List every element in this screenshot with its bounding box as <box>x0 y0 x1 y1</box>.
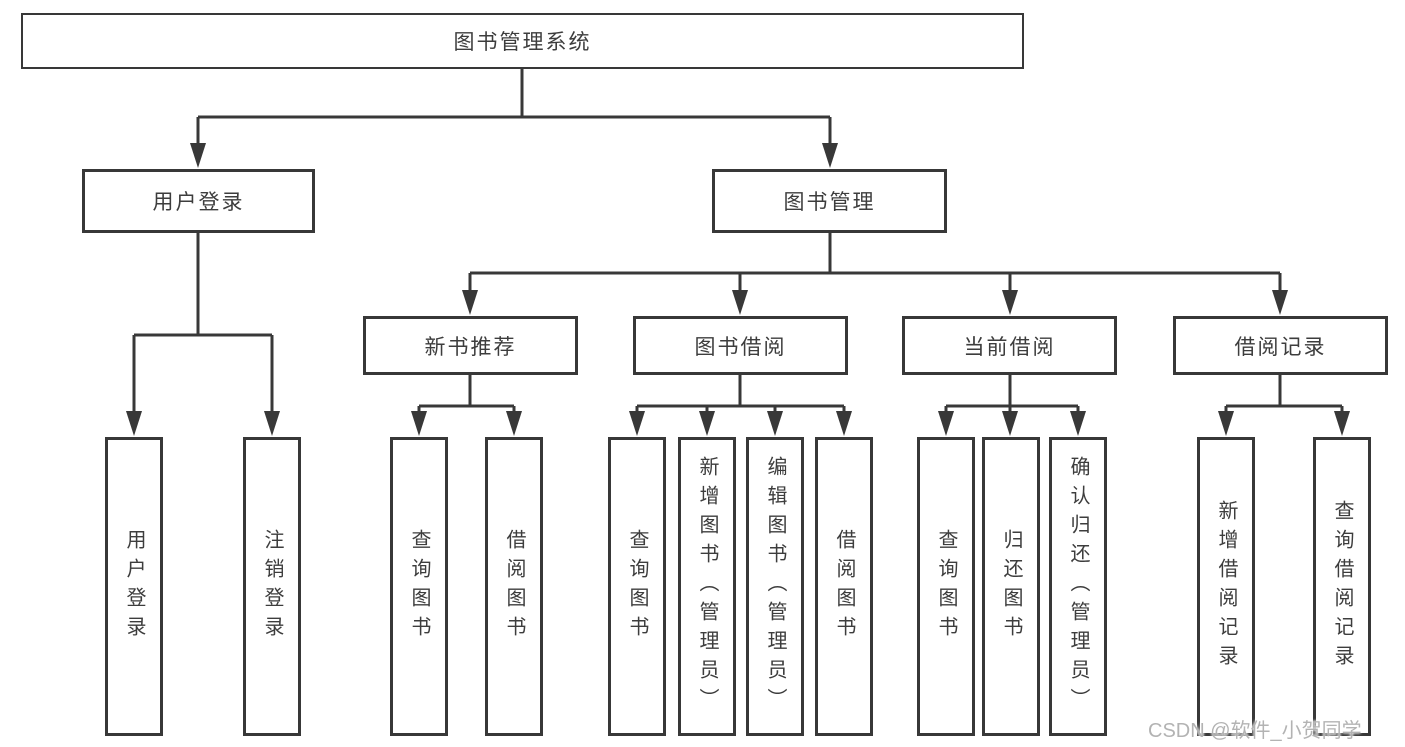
node-label: 借阅图书 <box>503 528 525 645</box>
node-user-login: 用户登录 <box>82 169 315 233</box>
leaf-borrow-book-2: 借阅图书 <box>815 437 873 736</box>
node-label: 新书推荐 <box>424 335 517 359</box>
arrow-leaf-query-book-1 <box>411 411 427 436</box>
node-label: 当前借阅 <box>963 335 1056 359</box>
node-label: 查询图书 <box>626 528 648 645</box>
node-label: 用户登录 <box>123 528 145 645</box>
arrow-new-book-recommend <box>462 290 478 315</box>
node-label: 确认归还（管理员） <box>1067 456 1089 717</box>
leaf-logout: 注销登录 <box>243 437 301 736</box>
csdn-watermark: CSDN @软件_小贺同学 <box>1148 720 1362 742</box>
node-label: 查询图书 <box>935 528 957 645</box>
arrow-current-borrow <box>1002 290 1018 315</box>
leaf-confirm-return-admin: 确认归还（管理员） <box>1049 437 1107 736</box>
arrow-leaf-query-book-2 <box>629 411 645 436</box>
leaf-query-book-1: 查询图书 <box>390 437 448 736</box>
node-label: 图书借阅 <box>694 335 787 359</box>
leaf-query-book-3: 查询图书 <box>917 437 975 736</box>
arrow-user-login <box>190 143 206 168</box>
arrow-leaf-logout <box>264 411 280 436</box>
arrow-leaf-query-book-3 <box>938 411 954 436</box>
node-label: 归还图书 <box>1000 528 1022 645</box>
leaf-edit-book-admin: 编辑图书（管理员） <box>746 437 804 736</box>
node-label: 查询借阅记录 <box>1331 499 1353 674</box>
node-label: 借阅记录 <box>1234 335 1327 359</box>
arrow-leaf-query-record <box>1334 411 1350 436</box>
node-label: 图书管理 <box>783 191 876 214</box>
arrow-book-borrow <box>732 290 748 315</box>
node-label: 查询图书 <box>408 528 430 645</box>
leaf-add-book-admin: 新增图书（管理员） <box>678 437 736 736</box>
leaf-query-book-2: 查询图书 <box>608 437 666 736</box>
arrowheads <box>126 143 1350 436</box>
arrow-borrow-records <box>1272 290 1288 315</box>
node-book-borrow: 图书借阅 <box>633 316 848 375</box>
node-new-book-recommend: 新书推荐 <box>363 316 578 375</box>
node-library-system: 图书管理系统 <box>21 13 1024 69</box>
node-borrow-records: 借阅记录 <box>1173 316 1388 375</box>
arrow-leaf-borrow-book-2 <box>836 411 852 436</box>
arrow-book-management <box>822 143 838 168</box>
node-current-borrow: 当前借阅 <box>902 316 1117 375</box>
node-book-management: 图书管理 <box>712 169 947 233</box>
arrow-leaf-add-book <box>699 411 715 436</box>
node-label: 新增借阅记录 <box>1215 499 1237 674</box>
node-label: 注销登录 <box>261 528 283 645</box>
arrow-leaf-user-login <box>126 411 142 436</box>
arrow-leaf-add-record <box>1218 411 1234 436</box>
leaf-borrow-book-1: 借阅图书 <box>485 437 543 736</box>
arrow-leaf-edit-book <box>767 411 783 436</box>
node-label: 借阅图书 <box>833 528 855 645</box>
leaf-add-borrow-record: 新增借阅记录 <box>1197 437 1255 736</box>
node-label: 编辑图书（管理员） <box>764 456 786 717</box>
node-label: 新增图书（管理员） <box>696 456 718 717</box>
node-label: 图书管理系统 <box>453 31 592 54</box>
arrow-leaf-return-book <box>1002 411 1018 436</box>
arrow-leaf-borrow-book-1 <box>506 411 522 436</box>
node-label: 用户登录 <box>152 191 245 214</box>
leaf-return-book: 归还图书 <box>982 437 1040 736</box>
leaf-user-login: 用户登录 <box>105 437 163 736</box>
leaf-query-borrow-record: 查询借阅记录 <box>1313 437 1371 736</box>
arrow-leaf-confirm-return <box>1070 411 1086 436</box>
